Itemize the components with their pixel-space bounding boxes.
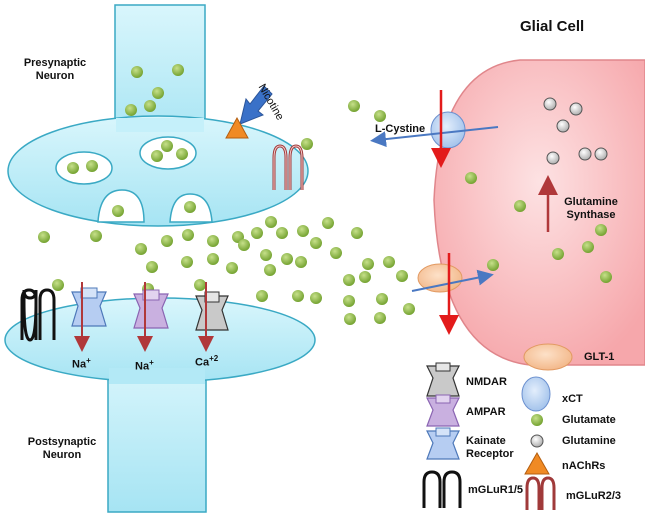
legend-glt1-icon <box>523 343 573 371</box>
nmdar-receptor <box>195 291 229 331</box>
legend-mglur15-label: mGLuR1/5 <box>468 484 524 496</box>
ampar-receptor <box>133 289 169 329</box>
legend-nmdar-label: NMDAR <box>466 376 507 388</box>
glt1-transporter <box>417 263 463 293</box>
glutamine-synthase-label: Glutamine Synthase <box>564 196 618 221</box>
presynaptic-label: Presynaptic Neuron <box>23 57 87 82</box>
legend-mglur23-label: mGLuR2/3 <box>566 490 622 502</box>
ca-ion-label: Ca+2 <box>195 354 219 369</box>
nicotine-arrow <box>239 85 273 125</box>
glial-cell <box>433 59 645 366</box>
l-cystine-label: L-Cystine <box>375 123 426 135</box>
l-cystine-arrow <box>370 126 499 148</box>
legend-glutamine-icon <box>530 434 544 448</box>
legend-xct-label: xCT <box>562 393 583 405</box>
legend-kainate-label: Kainate Receptor <box>466 435 514 460</box>
legend-glutamate-label: Glutamate <box>562 414 616 426</box>
legend-glt1-label: GLT-1 <box>584 351 615 363</box>
legend-nachrs-label: nAChRs <box>562 460 606 472</box>
mglur15-receptor-shape <box>20 288 56 340</box>
postsynaptic-label: Postsynaptic Neuron <box>27 436 97 461</box>
legend-ampar-icon <box>426 394 460 427</box>
presynaptic-neuron <box>7 4 309 227</box>
glutamine-molecules <box>543 97 608 165</box>
legend-xct-icon <box>521 376 551 412</box>
legend-nmdar-icon <box>426 362 460 397</box>
legend-ampar-label: AMPAR <box>466 406 506 418</box>
na-ion-label-2: Na+ <box>135 358 154 373</box>
legend-glutamine-label: Glutamine <box>562 435 616 447</box>
synaptic-vesicle <box>55 151 113 185</box>
postsynaptic-neuron <box>4 297 316 513</box>
na-ion-label-1: Na+ <box>72 356 91 371</box>
legend-mglur23-icon <box>525 476 556 510</box>
legend-nachr-icon <box>524 451 550 475</box>
kainate-receptor <box>71 287 107 327</box>
legend-mglur15-icon <box>422 470 462 508</box>
nachr-receptor <box>225 116 249 139</box>
glutamate-molecules <box>38 64 612 325</box>
legend-glutamate-icon <box>531 414 543 426</box>
legend-kainate-icon <box>426 427 460 460</box>
xct-transporter <box>430 111 466 149</box>
glial-cell-title: Glial Cell <box>520 18 585 35</box>
